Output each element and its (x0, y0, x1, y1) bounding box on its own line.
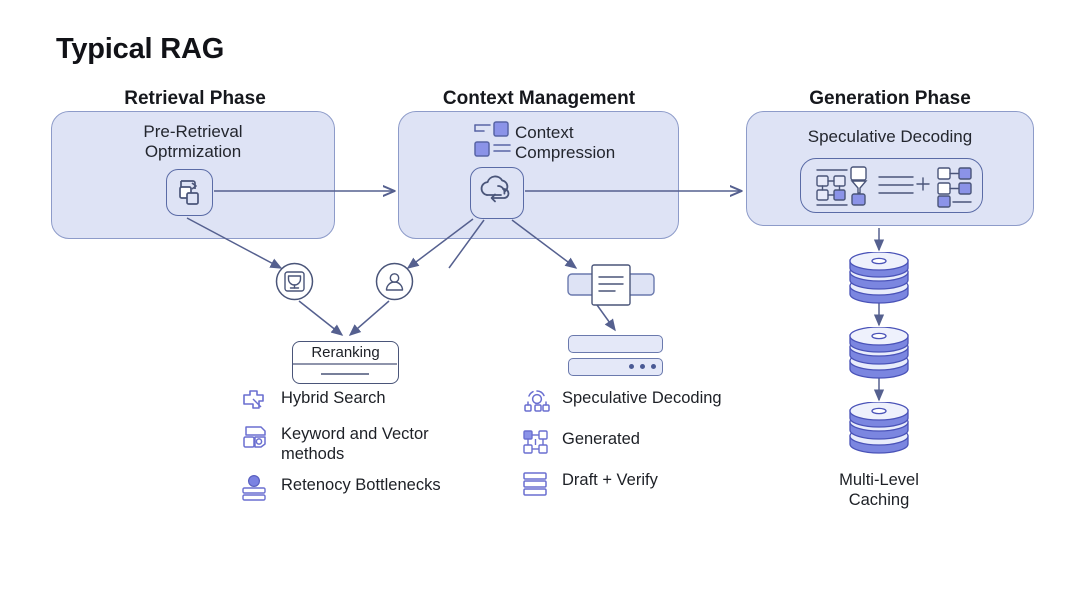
result-bar-2 (568, 358, 663, 376)
graph-plus-list-icon (800, 158, 983, 213)
heading-context-management: Context Management (442, 88, 636, 109)
list-item-label: Keyword and Vector methods (281, 425, 429, 463)
label-context-compression: Context Compression (515, 123, 616, 162)
bar-dot-2 (640, 364, 645, 369)
list-item-keyword-vector: Keyword and Vector methods (240, 422, 429, 465)
stacked-bars-icon (521, 468, 551, 498)
user-profile-icon (375, 262, 414, 301)
result-bar-1 (568, 335, 663, 353)
list-item-label: Speculative Decoding (562, 389, 722, 407)
database-stack-icon (845, 326, 913, 379)
layers-dot-icon (240, 473, 270, 503)
list-item-retenocy-bottlenecks: Retenocy Bottlenecks (240, 473, 441, 503)
page-title: Typical RAG (56, 33, 225, 65)
panel-generation-phase (746, 111, 1034, 226)
label-pre-retrieval-optimization: Pre-Retrieval Optrmization (143, 122, 243, 161)
reranking-label: Reranking (311, 344, 380, 361)
list-item-label: Retenocy Bottlenecks (281, 476, 441, 494)
label-speculative-decoding: Speculative Decoding (807, 127, 973, 146)
copy-stack-icon (166, 169, 213, 216)
list-item-label: Hybrid Search (281, 389, 386, 407)
list-compress-icon (472, 119, 514, 168)
list-item-generated: Generated (521, 427, 640, 457)
database-stack-icon (845, 401, 913, 454)
list-item-label: Generated (562, 430, 640, 448)
puzzle-piece-icon (240, 386, 270, 416)
list-item-draft-verify: Draft + Verify (521, 468, 658, 498)
bar-dot-3 (651, 364, 656, 369)
list-item-speculative-decoding: Speculative Decoding (521, 386, 722, 416)
list-item-hybrid-search: Hybrid Search (240, 386, 386, 416)
bar-dot-1 (629, 364, 634, 369)
database-stack-icon (845, 251, 913, 304)
heading-generation-phase: Generation Phase (809, 88, 971, 109)
printer-scan-icon (240, 422, 270, 452)
list-item-label: Draft + Verify (562, 471, 658, 489)
panel-context-management (398, 111, 679, 239)
gear-network-icon (521, 386, 551, 416)
document-lines-icon (566, 263, 658, 312)
archive-bank-icon (275, 262, 314, 301)
heading-retrieval-phase: Retrieval Phase (124, 88, 266, 109)
node-graph-icon (521, 427, 551, 457)
label-multi-level-caching: Multi-Level Caching (839, 471, 919, 510)
reranking-card (292, 341, 399, 384)
cloud-sync-icon (470, 167, 524, 219)
